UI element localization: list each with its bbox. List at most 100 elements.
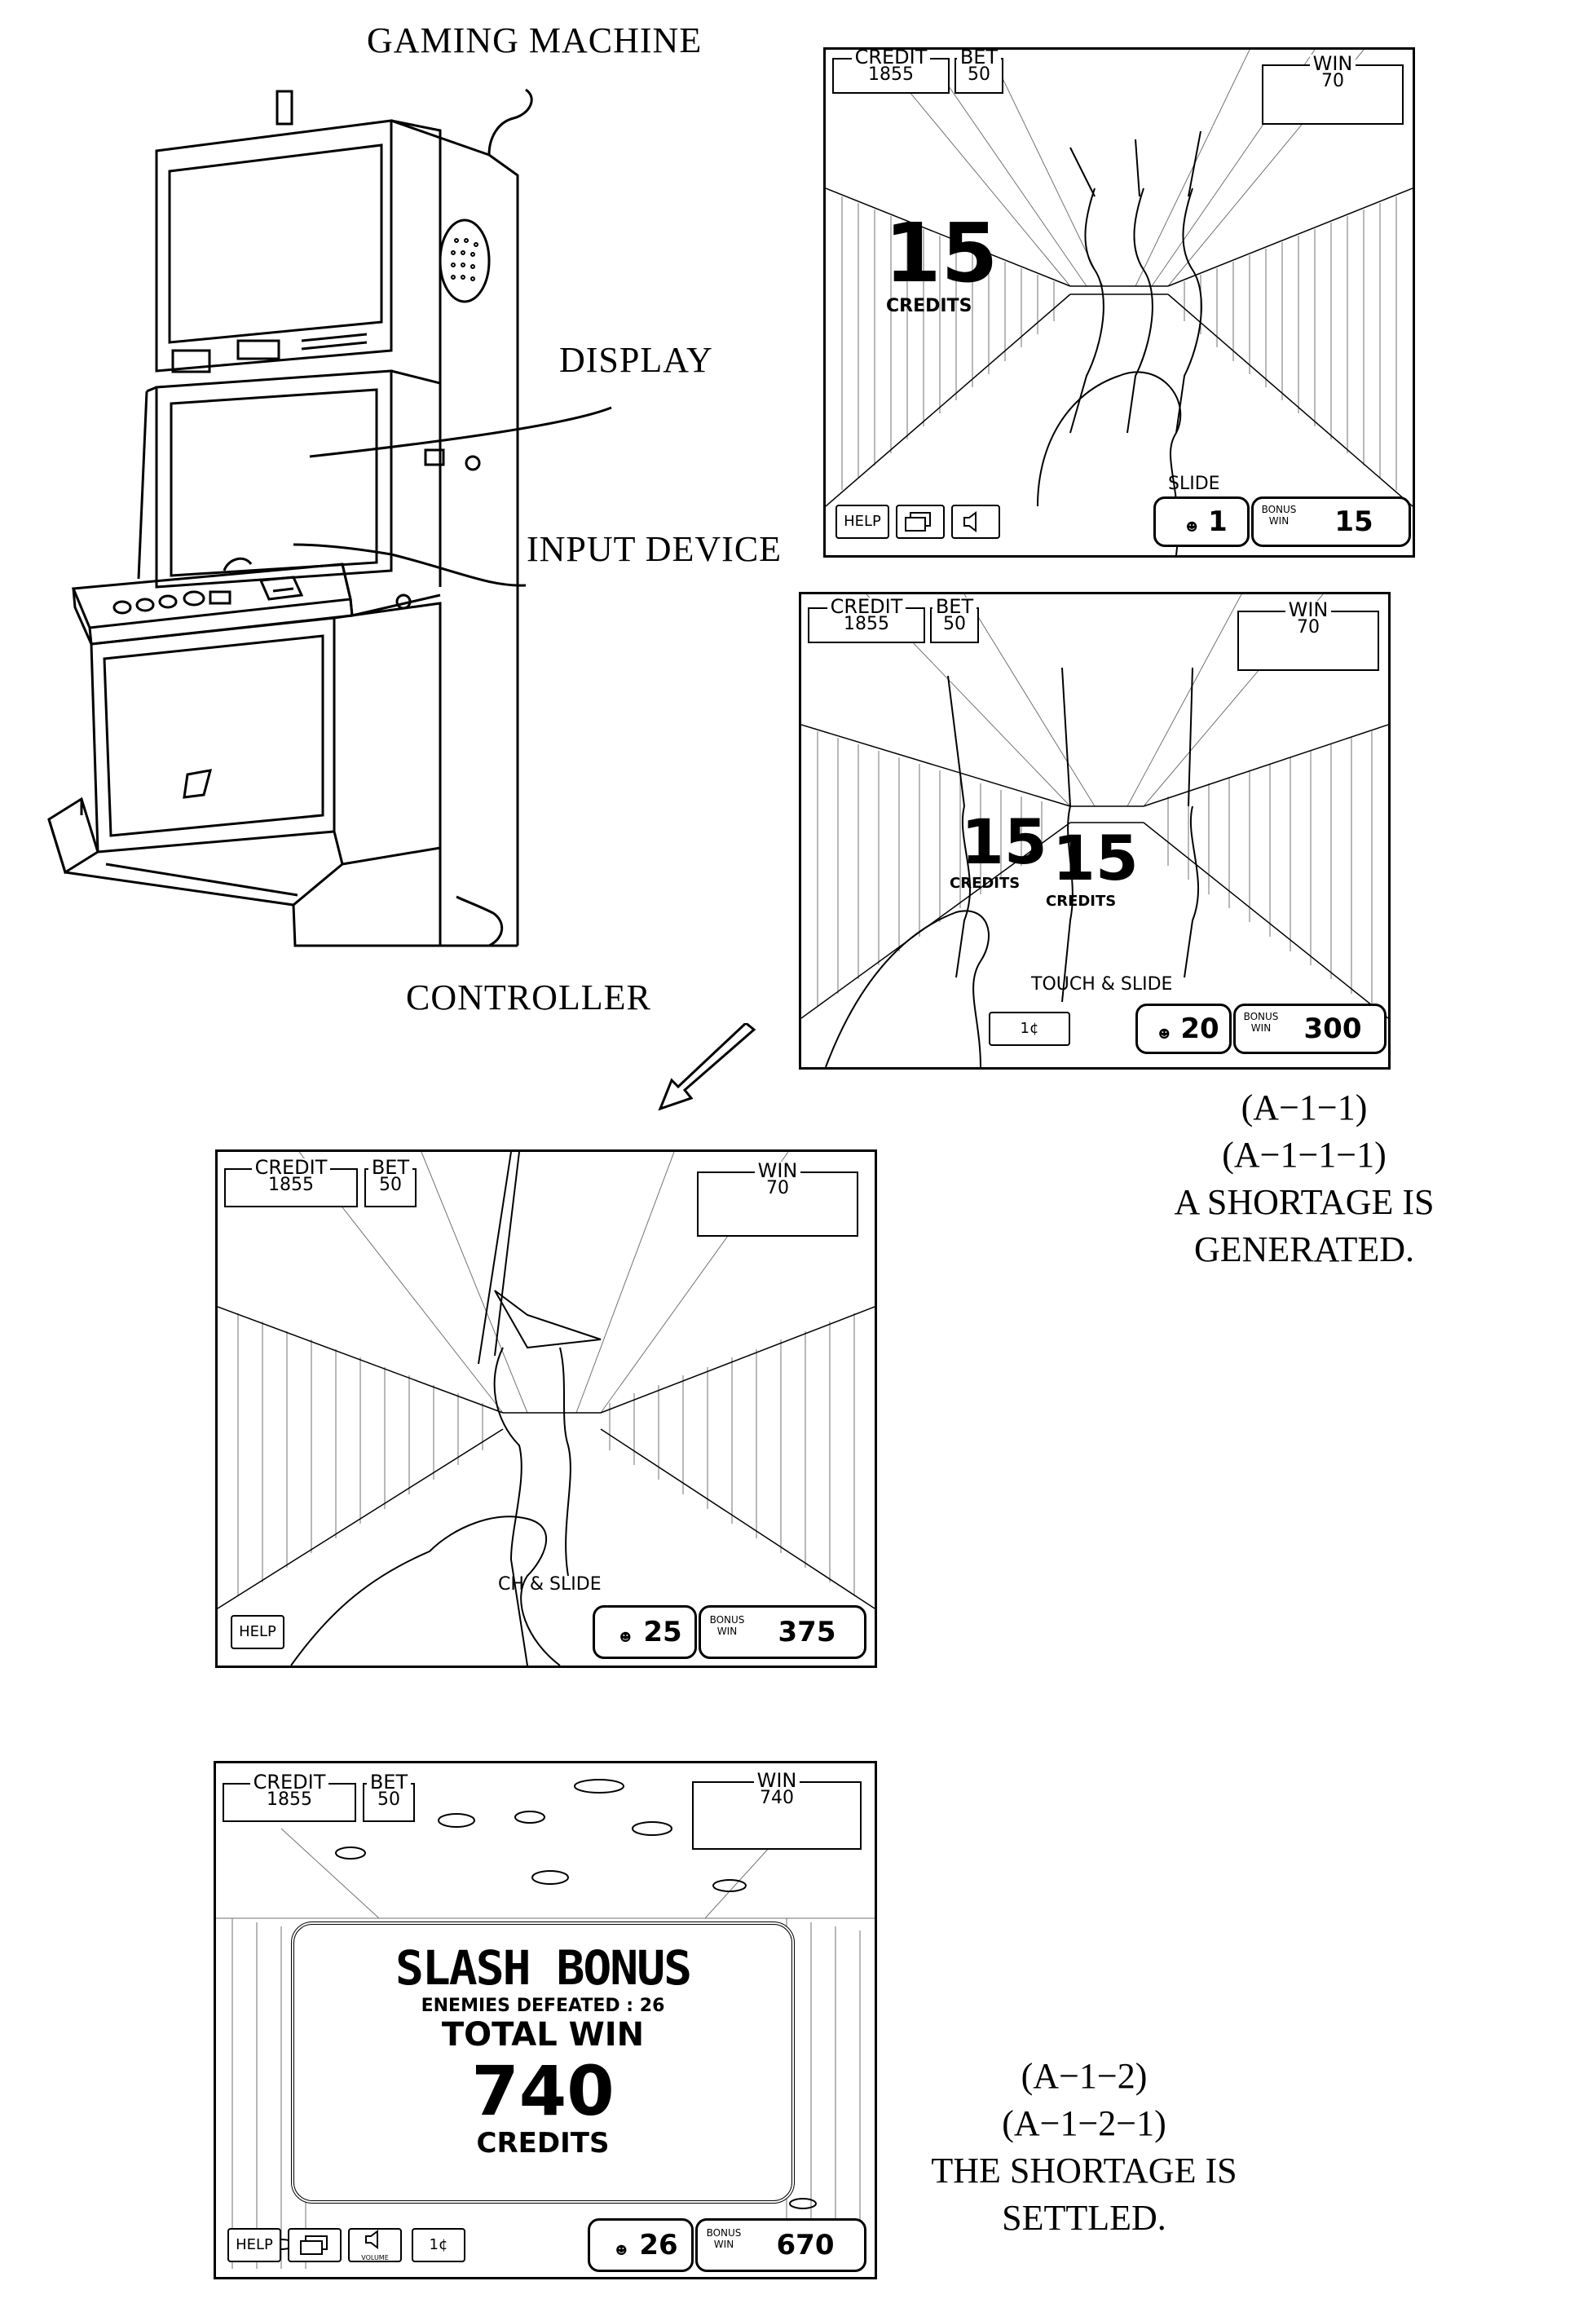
enemy-count: 26: [639, 2229, 677, 2261]
denomination-button[interactable]: 1¢: [412, 2228, 465, 2262]
win-label: WIN: [1310, 55, 1356, 73]
win-value: 740: [694, 1789, 860, 1807]
bet-label: BET: [957, 48, 1001, 66]
credit-label: CREDIT: [250, 1773, 329, 1791]
caption-a-1-1: (A−1−1) (A−1−1−1) A SHORTAGE IS GENERATE…: [1157, 1084, 1451, 1273]
volume-label: VOLUME: [350, 2255, 400, 2261]
window-icon: [289, 2230, 340, 2261]
bet-box: BET50: [955, 58, 1003, 94]
caption-line: (A−1−2): [929, 2053, 1239, 2100]
total-win-value: 740: [294, 2054, 791, 2129]
credit-box: CREDIT1855: [832, 58, 950, 94]
bet-value: 50: [364, 1791, 413, 1809]
enemy-icon: ☻: [1148, 1012, 1180, 1057]
enemy-counter: ☻26: [588, 2218, 694, 2272]
enemy-count: 25: [643, 1616, 681, 1648]
bonus-win-value: 15: [1334, 505, 1373, 538]
window-button[interactable]: [896, 505, 945, 539]
enemies-defeated: ENEMIES DEFEATED : 26: [294, 1997, 791, 2016]
win-box: WIN70: [697, 1171, 858, 1237]
touch-prompt: SLIDE: [1168, 474, 1220, 494]
credit-label: CREDIT: [252, 1158, 331, 1176]
credit-value: 1855: [834, 66, 948, 84]
bet-label: BET: [368, 1158, 412, 1176]
speaker-icon: [350, 2230, 400, 2251]
caption-line: A SHORTAGE IS: [1157, 1179, 1451, 1226]
credit-value: 1855: [224, 1791, 355, 1809]
popup-credit-value-2: 15: [1052, 827, 1139, 889]
enemy-counter: ☻25: [593, 1605, 697, 1659]
credit-box: CREDIT1855: [224, 1168, 358, 1207]
enemy-icon: ☻: [1175, 505, 1208, 550]
help-button[interactable]: HELP: [227, 2228, 281, 2262]
caption-line: THE SHORTAGE IS: [929, 2147, 1239, 2195]
bonus-title: SLASH BONUS: [294, 1939, 791, 1997]
bonus-win-label: BONUS WIN: [1241, 1011, 1281, 1034]
win-value: 70: [1239, 619, 1378, 637]
caption-line: SETTLED.: [929, 2195, 1239, 2242]
bonus-win-box: BONUS WIN 375: [699, 1605, 866, 1659]
bonus-win-value: 375: [778, 1616, 836, 1648]
credit-box: CREDIT1855: [223, 1783, 356, 1822]
enemy-counter: ☻1: [1153, 496, 1250, 547]
popup-credit-value: 15: [884, 213, 998, 294]
bonus-win-value: 300: [1304, 1013, 1362, 1045]
credit-value: 1855: [809, 616, 924, 633]
enemy-icon: ☻: [603, 2226, 639, 2275]
total-win-label: TOTAL WIN: [294, 2016, 791, 2054]
touch-prompt: TOUCH & SLIDE: [1031, 974, 1172, 995]
win-label: WIN: [1285, 601, 1332, 619]
bonus-win-label: BONUS WIN: [703, 2227, 745, 2250]
denomination-button[interactable]: 1¢: [989, 1012, 1070, 1046]
bonus-win-box: BONUS WIN 300: [1233, 1004, 1387, 1054]
help-button[interactable]: HELP: [231, 1615, 284, 1649]
speaker-icon: [953, 506, 999, 537]
window-button[interactable]: [288, 2228, 342, 2262]
popup-credit-unit: CREDITS: [886, 296, 972, 316]
game-screen-2: CREDIT1855 BET50 WIN70 15 CREDITS 15 CRE…: [799, 592, 1391, 1070]
total-win-unit: CREDITS: [294, 2129, 791, 2158]
help-button[interactable]: HELP: [835, 505, 889, 539]
gaming-machine-illustration: [33, 65, 815, 1027]
game-screen-3: CREDIT1855 BET50 WIN70 CH & SLIDE HELP ☻…: [215, 1149, 877, 1668]
volume-button[interactable]: [951, 505, 1000, 539]
caption-line: (A−1−2−1): [929, 2100, 1239, 2147]
enemy-count: 20: [1180, 1013, 1219, 1045]
win-value: 70: [699, 1180, 857, 1198]
credit-label: CREDIT: [852, 48, 931, 66]
volume-button[interactable]: VOLUME: [348, 2228, 402, 2262]
enemy-count: 1: [1208, 505, 1228, 538]
touch-prompt: CH & SLIDE: [498, 1574, 602, 1595]
bet-value: 50: [932, 616, 977, 633]
popup-credit-value: 15: [961, 811, 1047, 873]
label-gaming-machine: GAMING MACHINE: [367, 20, 702, 61]
bet-value: 50: [956, 66, 1002, 84]
game-screen-1: CREDIT1855 BET50 WIN70 15 CREDITS SLIDE …: [823, 47, 1415, 558]
win-label: WIN: [754, 1772, 800, 1789]
game-screen-4: CREDIT1855 BET50 WIN740 SLASH BONUS ENEM…: [214, 1761, 877, 2279]
window-icon: [897, 506, 943, 537]
bet-label: BET: [367, 1773, 411, 1791]
bet-value: 50: [366, 1176, 415, 1194]
bet-box: BET50: [364, 1168, 417, 1207]
win-box: WIN740: [692, 1781, 862, 1850]
win-box: WIN70: [1237, 611, 1379, 671]
win-box: WIN70: [1262, 64, 1404, 125]
popup-credit-unit-2: CREDITS: [1046, 893, 1116, 910]
win-value: 70: [1263, 73, 1402, 90]
bonus-win-label: BONUS WIN: [706, 1614, 748, 1637]
bet-box: BET50: [930, 607, 979, 643]
bonus-win-value: 670: [777, 2229, 835, 2261]
enemy-counter: ☻20: [1135, 1004, 1232, 1054]
credit-value: 1855: [226, 1176, 356, 1194]
win-label: WIN: [755, 1162, 801, 1180]
credit-label: CREDIT: [827, 598, 906, 616]
bet-label: BET: [932, 598, 977, 616]
enemy-icon: ☻: [607, 1613, 643, 1662]
caption-line: GENERATED.: [1157, 1226, 1451, 1273]
bonus-win-label: BONUS WIN: [1259, 504, 1299, 527]
bonus-result-panel: SLASH BONUS ENEMIES DEFEATED : 26 TOTAL …: [291, 1922, 795, 2204]
caption-line: (A−1−1−1): [1157, 1132, 1451, 1179]
popup-credit-unit: CREDITS: [950, 875, 1020, 892]
caption-a-1-2: (A−1−2) (A−1−2−1) THE SHORTAGE IS SETTLE…: [929, 2053, 1239, 2242]
